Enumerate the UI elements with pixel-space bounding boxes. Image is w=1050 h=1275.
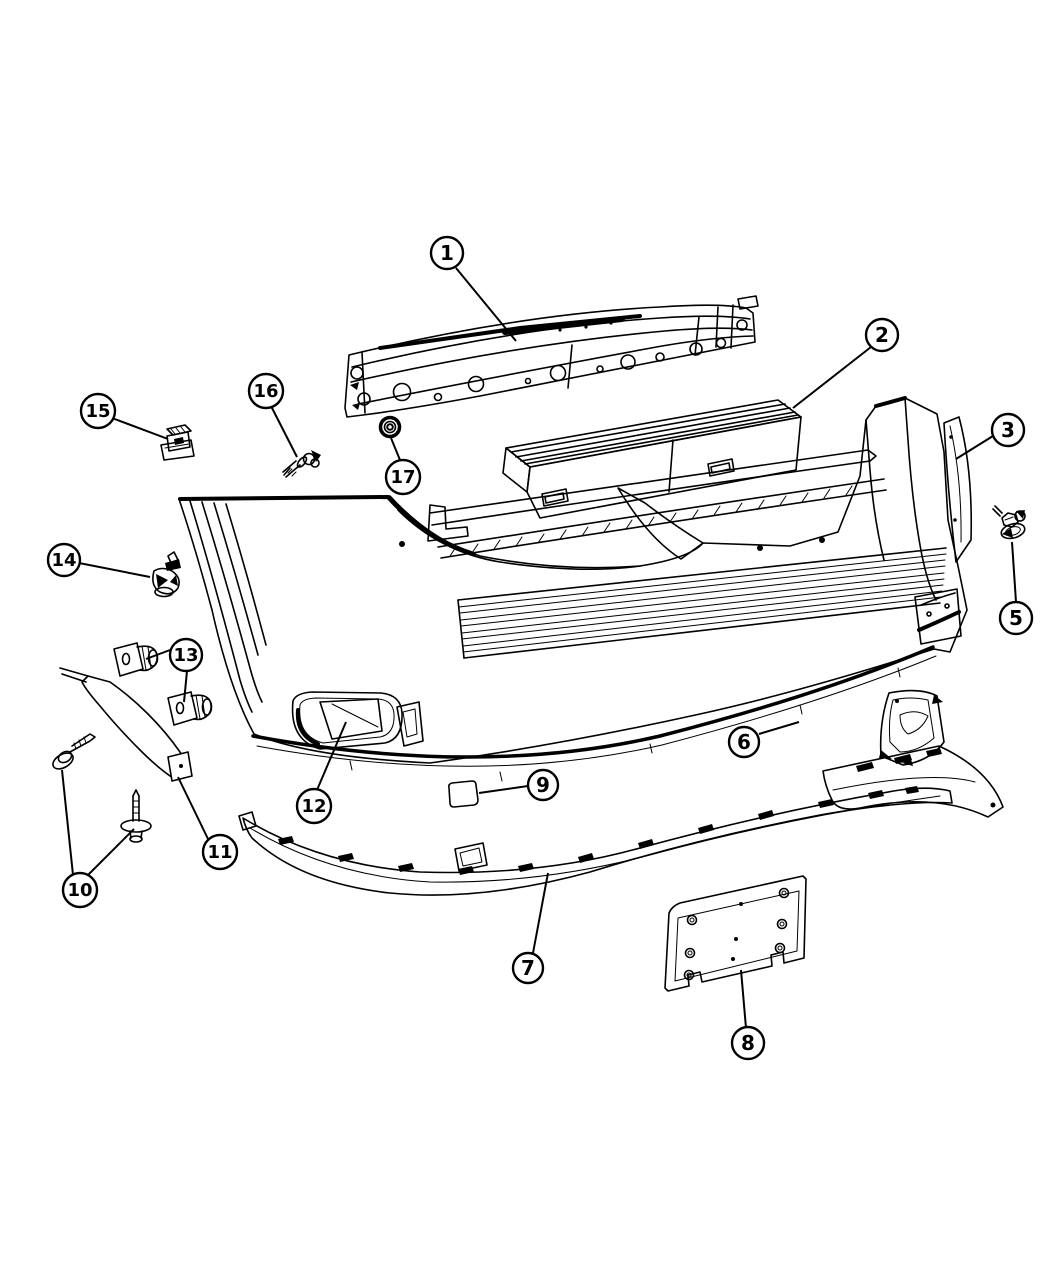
part-fascia-upper-rail bbox=[427, 449, 887, 559]
part-flange-nut bbox=[378, 415, 402, 439]
svg-text:12: 12 bbox=[301, 796, 326, 817]
callout-10: 10 bbox=[61, 871, 99, 909]
svg-text:13: 13 bbox=[173, 645, 198, 666]
svg-text:11: 11 bbox=[207, 842, 232, 863]
callout-9: 9 bbox=[526, 768, 560, 802]
part-retainer-clip-15 bbox=[160, 424, 195, 461]
svg-text:15: 15 bbox=[85, 401, 110, 422]
parts-artwork bbox=[52, 295, 1026, 992]
part-impact-bar bbox=[344, 295, 759, 418]
callout-5: 5 bbox=[998, 600, 1034, 636]
svg-text:9: 9 bbox=[536, 773, 550, 797]
part-mounting-bracket bbox=[59, 667, 193, 782]
svg-text:5: 5 bbox=[1009, 606, 1023, 630]
part-screw-10a bbox=[52, 733, 96, 770]
part-plug-cap bbox=[448, 780, 479, 808]
callout-12: 12 bbox=[295, 787, 333, 825]
part-valance-lower bbox=[238, 786, 953, 896]
leader-lines bbox=[61, 267, 1017, 1029]
part-fog-lamp-opening bbox=[291, 691, 424, 750]
callout-17: 17 bbox=[384, 458, 422, 496]
part-license-plate-bracket bbox=[664, 875, 807, 992]
callout-2: 2 bbox=[864, 317, 900, 353]
callout-16: 16 bbox=[247, 372, 285, 410]
svg-text:14: 14 bbox=[51, 550, 76, 571]
svg-text:2: 2 bbox=[875, 323, 889, 347]
part-screw-16 bbox=[282, 450, 321, 478]
part-push-pin-10b bbox=[120, 789, 152, 843]
part-absorber bbox=[502, 399, 802, 519]
svg-text:1: 1 bbox=[440, 241, 454, 265]
callout-13: 13 bbox=[168, 637, 204, 673]
callout-15: 15 bbox=[79, 392, 117, 430]
svg-text:3: 3 bbox=[1001, 418, 1015, 442]
svg-text:17: 17 bbox=[390, 467, 415, 488]
callout-7: 7 bbox=[511, 951, 545, 985]
callouts: 1 2 3 5 6 7 8 9 10 11 12 bbox=[46, 235, 1034, 1061]
callout-3: 3 bbox=[990, 412, 1026, 448]
part-screw-5 bbox=[992, 505, 1026, 540]
part-valance-right-section bbox=[822, 689, 1004, 818]
part-corner-end-cap bbox=[943, 416, 973, 563]
callout-11: 11 bbox=[201, 833, 239, 871]
callout-8: 8 bbox=[730, 1025, 766, 1061]
callout-6: 6 bbox=[727, 725, 761, 759]
part-grommet-13b bbox=[167, 691, 213, 726]
callout-14: 14 bbox=[46, 542, 82, 578]
svg-text:10: 10 bbox=[67, 880, 92, 901]
svg-text:6: 6 bbox=[737, 730, 751, 754]
part-fascia bbox=[178, 396, 968, 782]
svg-text:16: 16 bbox=[253, 381, 278, 402]
part-grommet-13a bbox=[113, 642, 159, 677]
svg-text:7: 7 bbox=[521, 956, 535, 980]
part-retainer-clip-14 bbox=[152, 551, 181, 598]
callout-1: 1 bbox=[429, 235, 465, 271]
svg-text:8: 8 bbox=[741, 1031, 755, 1055]
